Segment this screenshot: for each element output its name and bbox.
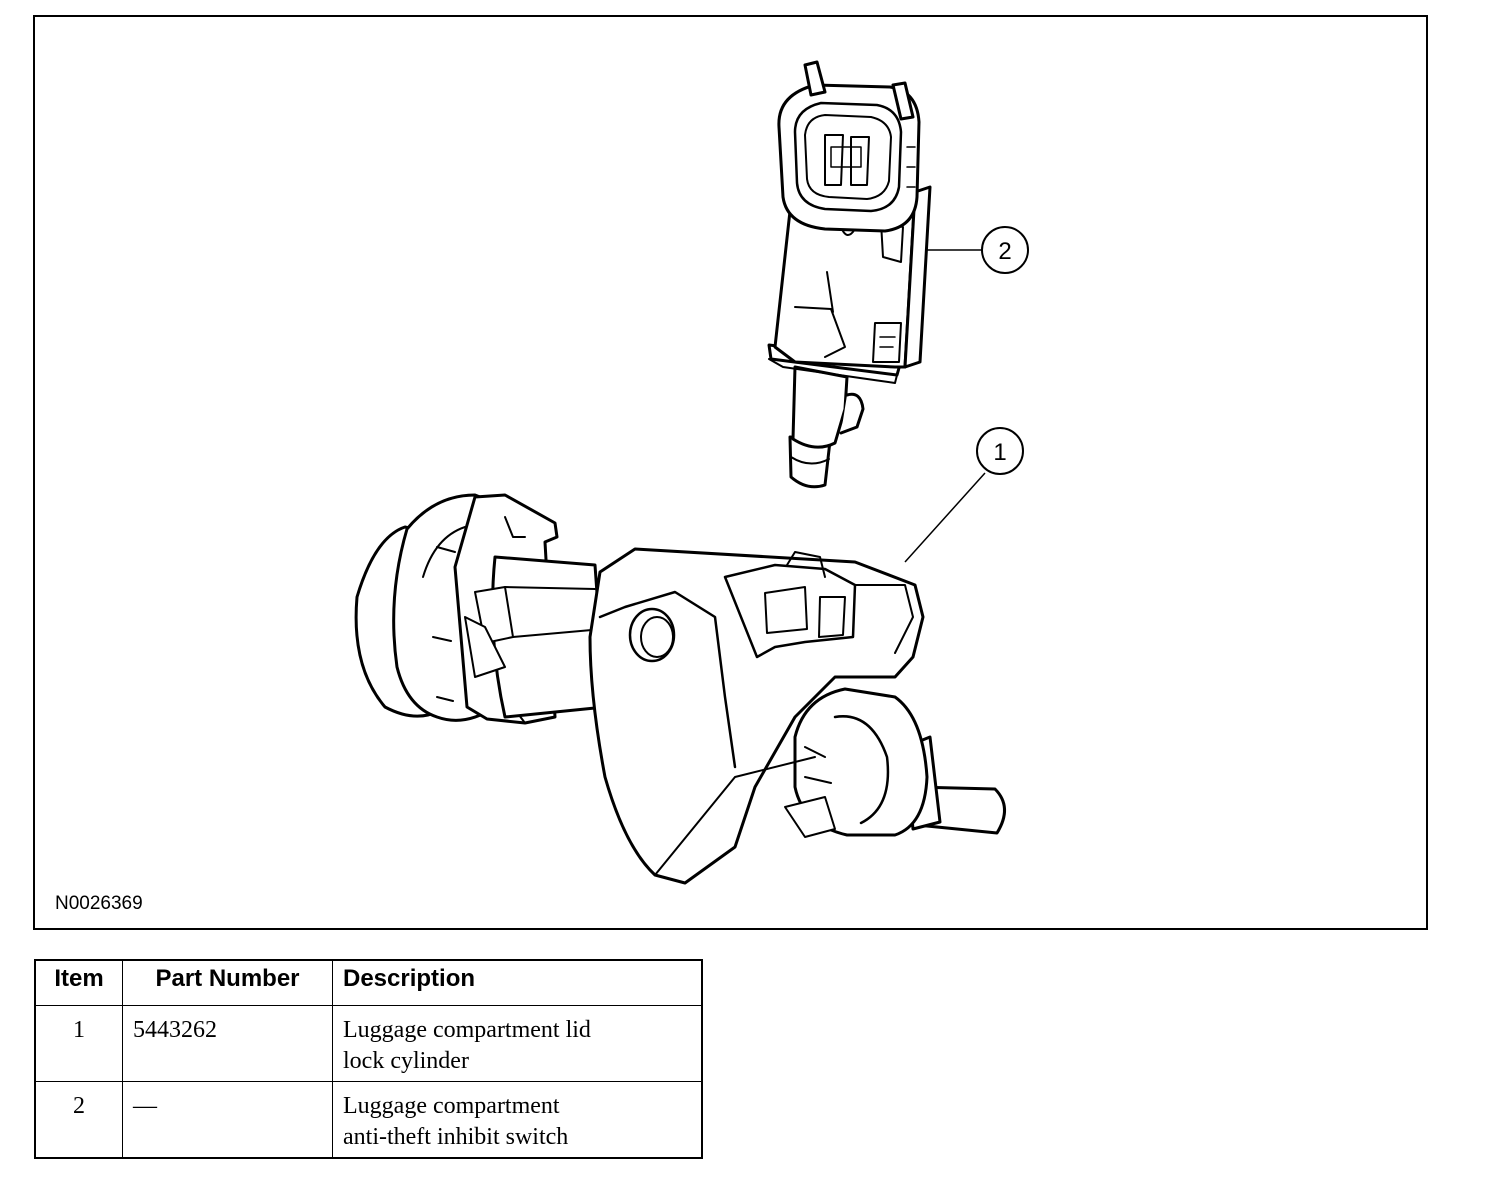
row-1-description-line2: lock cylinder [343, 1048, 469, 1074]
callout-2-number: 2 [998, 238, 1011, 265]
callout-1-number: 1 [993, 439, 1006, 466]
header-part-number: Part Number [122, 959, 333, 1006]
parts-table: Item Part Number Description 1 5443262 L… [34, 959, 703, 1159]
row-1-item: 1 [34, 1005, 123, 1082]
parts-table-header-row: Item Part Number Description [34, 959, 703, 1006]
callout-2: 2 [981, 226, 1029, 274]
header-item: Item [34, 959, 123, 1006]
row-1-description-line1: Luggage compartment lid [343, 1017, 591, 1043]
figure-id-label: N0026369 [55, 893, 143, 914]
table-row: 2 — Luggage compartment anti-theft inhib… [34, 1081, 703, 1159]
callout-1: 1 [976, 427, 1024, 475]
row-2-description: Luggage compartment anti-theft inhibit s… [332, 1081, 703, 1159]
row-2-item: 2 [34, 1081, 123, 1159]
exploded-view-drawing: 2 1 [354, 60, 1029, 885]
row-2-description-line1: Luggage compartment [343, 1093, 560, 1119]
lock-cylinder-drawing [354, 493, 1006, 885]
row-2-part-number: — [122, 1081, 333, 1159]
row-1-description: Luggage compartment lid lock cylinder [332, 1005, 703, 1082]
table-row: 1 5443262 Luggage compartment lid lock c… [34, 1005, 703, 1082]
figure-frame: 2 1 N0026369 [33, 15, 1428, 930]
row-2-description-line2: anti-theft inhibit switch [343, 1124, 569, 1150]
callout-1-leader [904, 472, 986, 563]
row-1-part-number: 5443262 [122, 1005, 333, 1082]
header-description: Description [332, 959, 703, 1006]
anti-theft-switch-drawing [767, 60, 932, 489]
